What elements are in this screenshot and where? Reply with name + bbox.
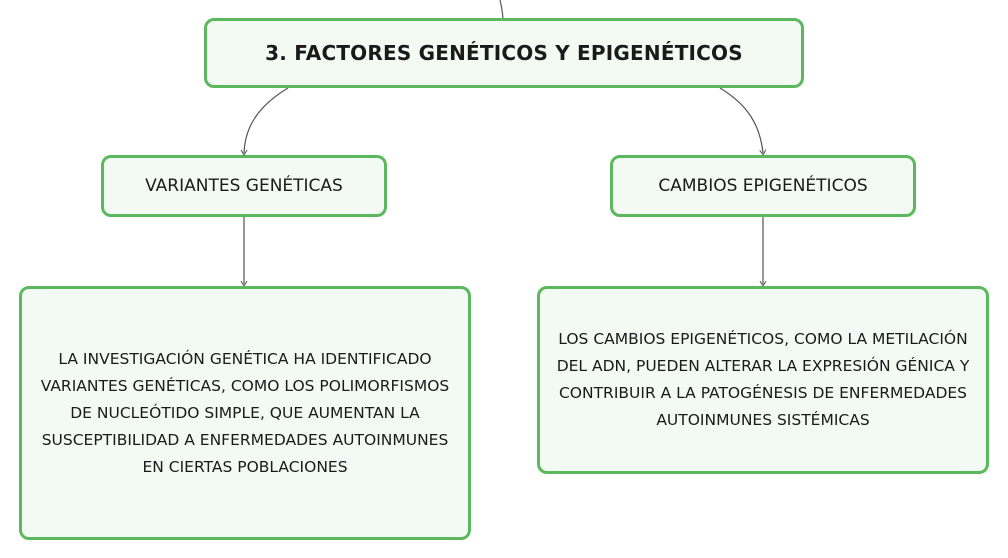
detail-node-variantes-geneticas[interactable]: LA INVESTIGACIÓN GENÉTICA HA IDENTIFICAD… <box>19 286 471 540</box>
detail-node-text: LA INVESTIGACIÓN GENÉTICA HA IDENTIFICAD… <box>40 349 450 476</box>
detail-node-cambios-epigeneticos[interactable]: LOS CAMBIOS EPIGENÉTICOS, COMO LA METILA… <box>537 286 989 474</box>
connector-incoming-root <box>499 0 504 19</box>
connector-root-to-variantes <box>240 87 289 156</box>
root-node-label: 3. FACTORES GENÉTICOS Y EPIGENÉTICOS <box>265 41 743 65</box>
root-node[interactable]: 3. FACTORES GENÉTICOS Y EPIGENÉTICOS <box>204 18 804 88</box>
connector-root-to-cambios <box>719 87 767 156</box>
detail-node-text: LOS CAMBIOS EPIGENÉTICOS, COMO LA METILA… <box>556 330 970 429</box>
branch-node-cambios-epigeneticos[interactable]: CAMBIOS EPIGENÉTICOS <box>610 155 916 217</box>
branch-node-label: CAMBIOS EPIGENÉTICOS <box>658 176 868 196</box>
branch-node-label: VARIANTES GENÉTICAS <box>145 176 343 196</box>
branch-node-variantes-geneticas[interactable]: VARIANTES GENÉTICAS <box>101 155 387 217</box>
